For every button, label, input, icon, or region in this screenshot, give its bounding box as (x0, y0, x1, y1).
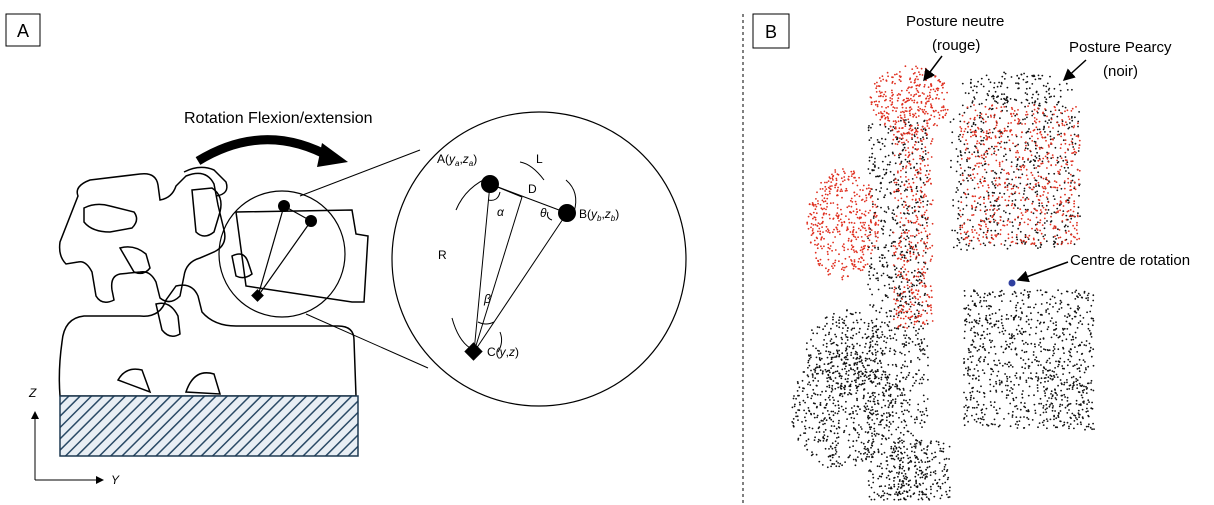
label-r: R (438, 248, 447, 262)
zoom-line-top (299, 149, 421, 197)
zoom-circle (391, 111, 687, 407)
small-triangle (257, 205, 312, 297)
z-axis-label: Z (28, 386, 37, 400)
zoom-point-c (464, 342, 483, 361)
point-cloud (791, 65, 1095, 501)
vertebra-drawing (58, 166, 369, 397)
panel-b-label-box (752, 13, 790, 49)
small-point-b (305, 215, 317, 227)
label-d: D (528, 182, 537, 196)
ground-block (59, 395, 359, 457)
centre-label: Centre de rotation (1070, 252, 1190, 269)
rotation-label: Rotation Flexion/extension (184, 110, 373, 127)
label-beta: β (483, 292, 491, 306)
panel-b-label: B (765, 22, 777, 42)
rotation-centre-point (1008, 279, 1016, 287)
panel-a: A Rotation Flexion/extension Z (5, 13, 687, 487)
y-axis-label: Y (111, 473, 120, 487)
label-alpha: α (497, 205, 505, 219)
pearcy-posture-label-line2: (noir) (1103, 63, 1138, 80)
point-c-label: C(y,z) (487, 345, 519, 359)
small-point-c (251, 289, 264, 302)
pearcy-arrow (1062, 59, 1087, 82)
panel-a-label: A (17, 21, 29, 41)
panel-b: B Posture neutre (rouge) Posture Pearcy … (752, 13, 1190, 501)
zoom-content (451, 161, 577, 361)
centre-arrow (1016, 261, 1069, 283)
neutral-arrow (923, 55, 943, 82)
small-detail-circle (218, 190, 346, 318)
small-point-a (278, 200, 290, 212)
neutral-posture-label-line2: (rouge) (932, 37, 980, 54)
zoom-line-bottom (305, 313, 429, 369)
panel-a-label-box (5, 13, 41, 47)
pearcy-posture-label-line1: Posture Pearcy (1069, 39, 1172, 56)
point-a-label: A(ya,za) (437, 152, 477, 168)
rotation-arrowhead (317, 143, 348, 167)
neutral-posture-label-line1: Posture neutre (906, 13, 1004, 30)
point-b-label: B(yb,zb) (579, 207, 619, 223)
zoom-point-a (481, 175, 499, 193)
label-theta: θ (540, 206, 547, 220)
label-l: L (536, 152, 543, 166)
zoom-point-b (558, 204, 576, 222)
rotation-arrow (195, 135, 335, 165)
